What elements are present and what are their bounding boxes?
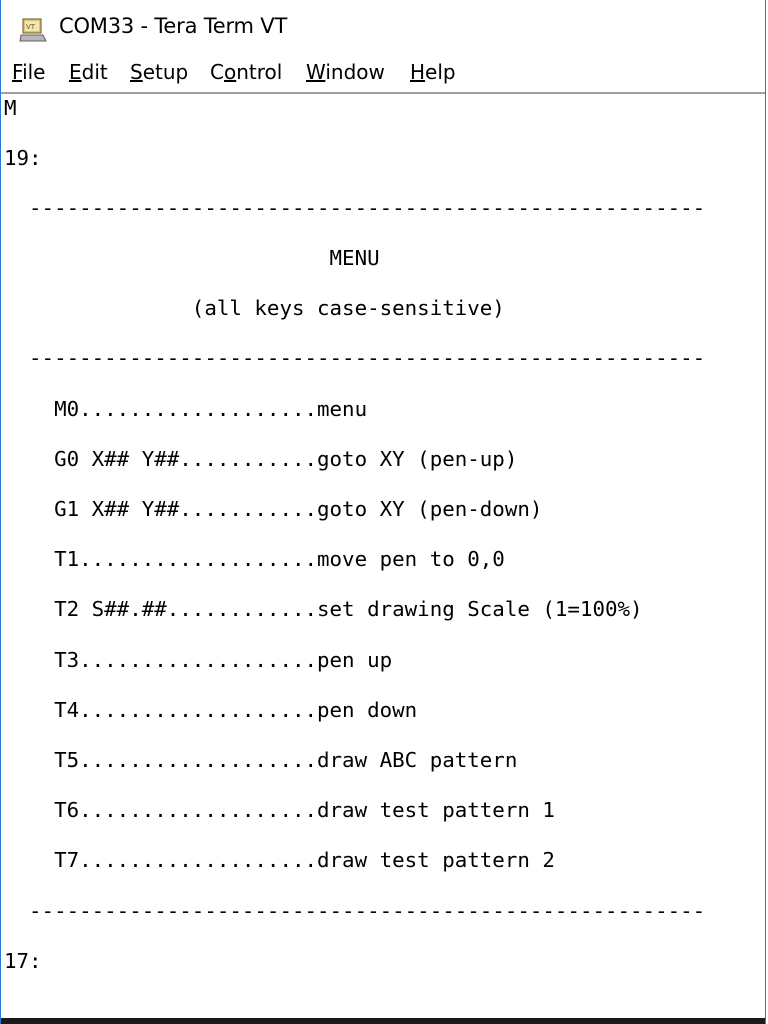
svg-text:VT: VT bbox=[26, 23, 36, 31]
terminal-separator: ----------------------------------------… bbox=[4, 899, 706, 923]
terminal-command-line: T6...................draw test pattern 1 bbox=[4, 798, 555, 822]
terminal-separator: ----------------------------------------… bbox=[4, 346, 706, 370]
menu-help[interactable]: Help bbox=[410, 60, 456, 84]
terminal-command-line: G0 X## Y##...........goto XY (pen-up) bbox=[4, 447, 518, 471]
menu-file[interactable]: File bbox=[12, 60, 46, 84]
menu-control[interactable]: Control bbox=[210, 60, 283, 84]
menu-window[interactable]: Window bbox=[306, 60, 385, 84]
terminal-command-line: T7...................draw test pattern 2 bbox=[4, 848, 555, 872]
terminal-command-line: T1...................move pen to 0,0 bbox=[4, 547, 505, 571]
terminal-command-line: T5...................draw ABC pattern bbox=[4, 748, 518, 772]
menu-setup[interactable]: Setup bbox=[130, 60, 189, 84]
terminal-screen[interactable]: M 19: ----------------------------------… bbox=[1, 94, 765, 1018]
terminal-line: 19: bbox=[4, 146, 42, 170]
title-bar[interactable]: VT COM33 - Tera Term VT bbox=[1, 0, 765, 58]
terminal-command-line: G1 X## Y##...........goto XY (pen-down) bbox=[4, 497, 543, 521]
terminal-prompt-line: 17: bbox=[4, 949, 42, 973]
terminal-separator: ----------------------------------------… bbox=[4, 196, 706, 220]
terminal-line: (all keys case-sensitive) bbox=[4, 296, 505, 320]
tera-term-app-icon: VT bbox=[19, 18, 47, 42]
window-bottom-edge bbox=[1, 1018, 765, 1024]
menu-edit[interactable]: Edit bbox=[69, 60, 108, 84]
window-title: COM33 - Tera Term VT bbox=[59, 14, 288, 38]
terminal-command-line: M0...................menu bbox=[4, 397, 368, 421]
terminal-command-line: T4...................pen down bbox=[4, 698, 418, 722]
menu-bar: File Edit Setup Control Window Help bbox=[1, 58, 765, 94]
terminal-menu-title: MENU bbox=[4, 246, 380, 270]
terminal-command-line: T3...................pen up bbox=[4, 648, 393, 672]
terminal-command-line: T2 S##.##............set drawing Scale (… bbox=[4, 597, 643, 621]
terminal-line: M bbox=[4, 96, 17, 120]
